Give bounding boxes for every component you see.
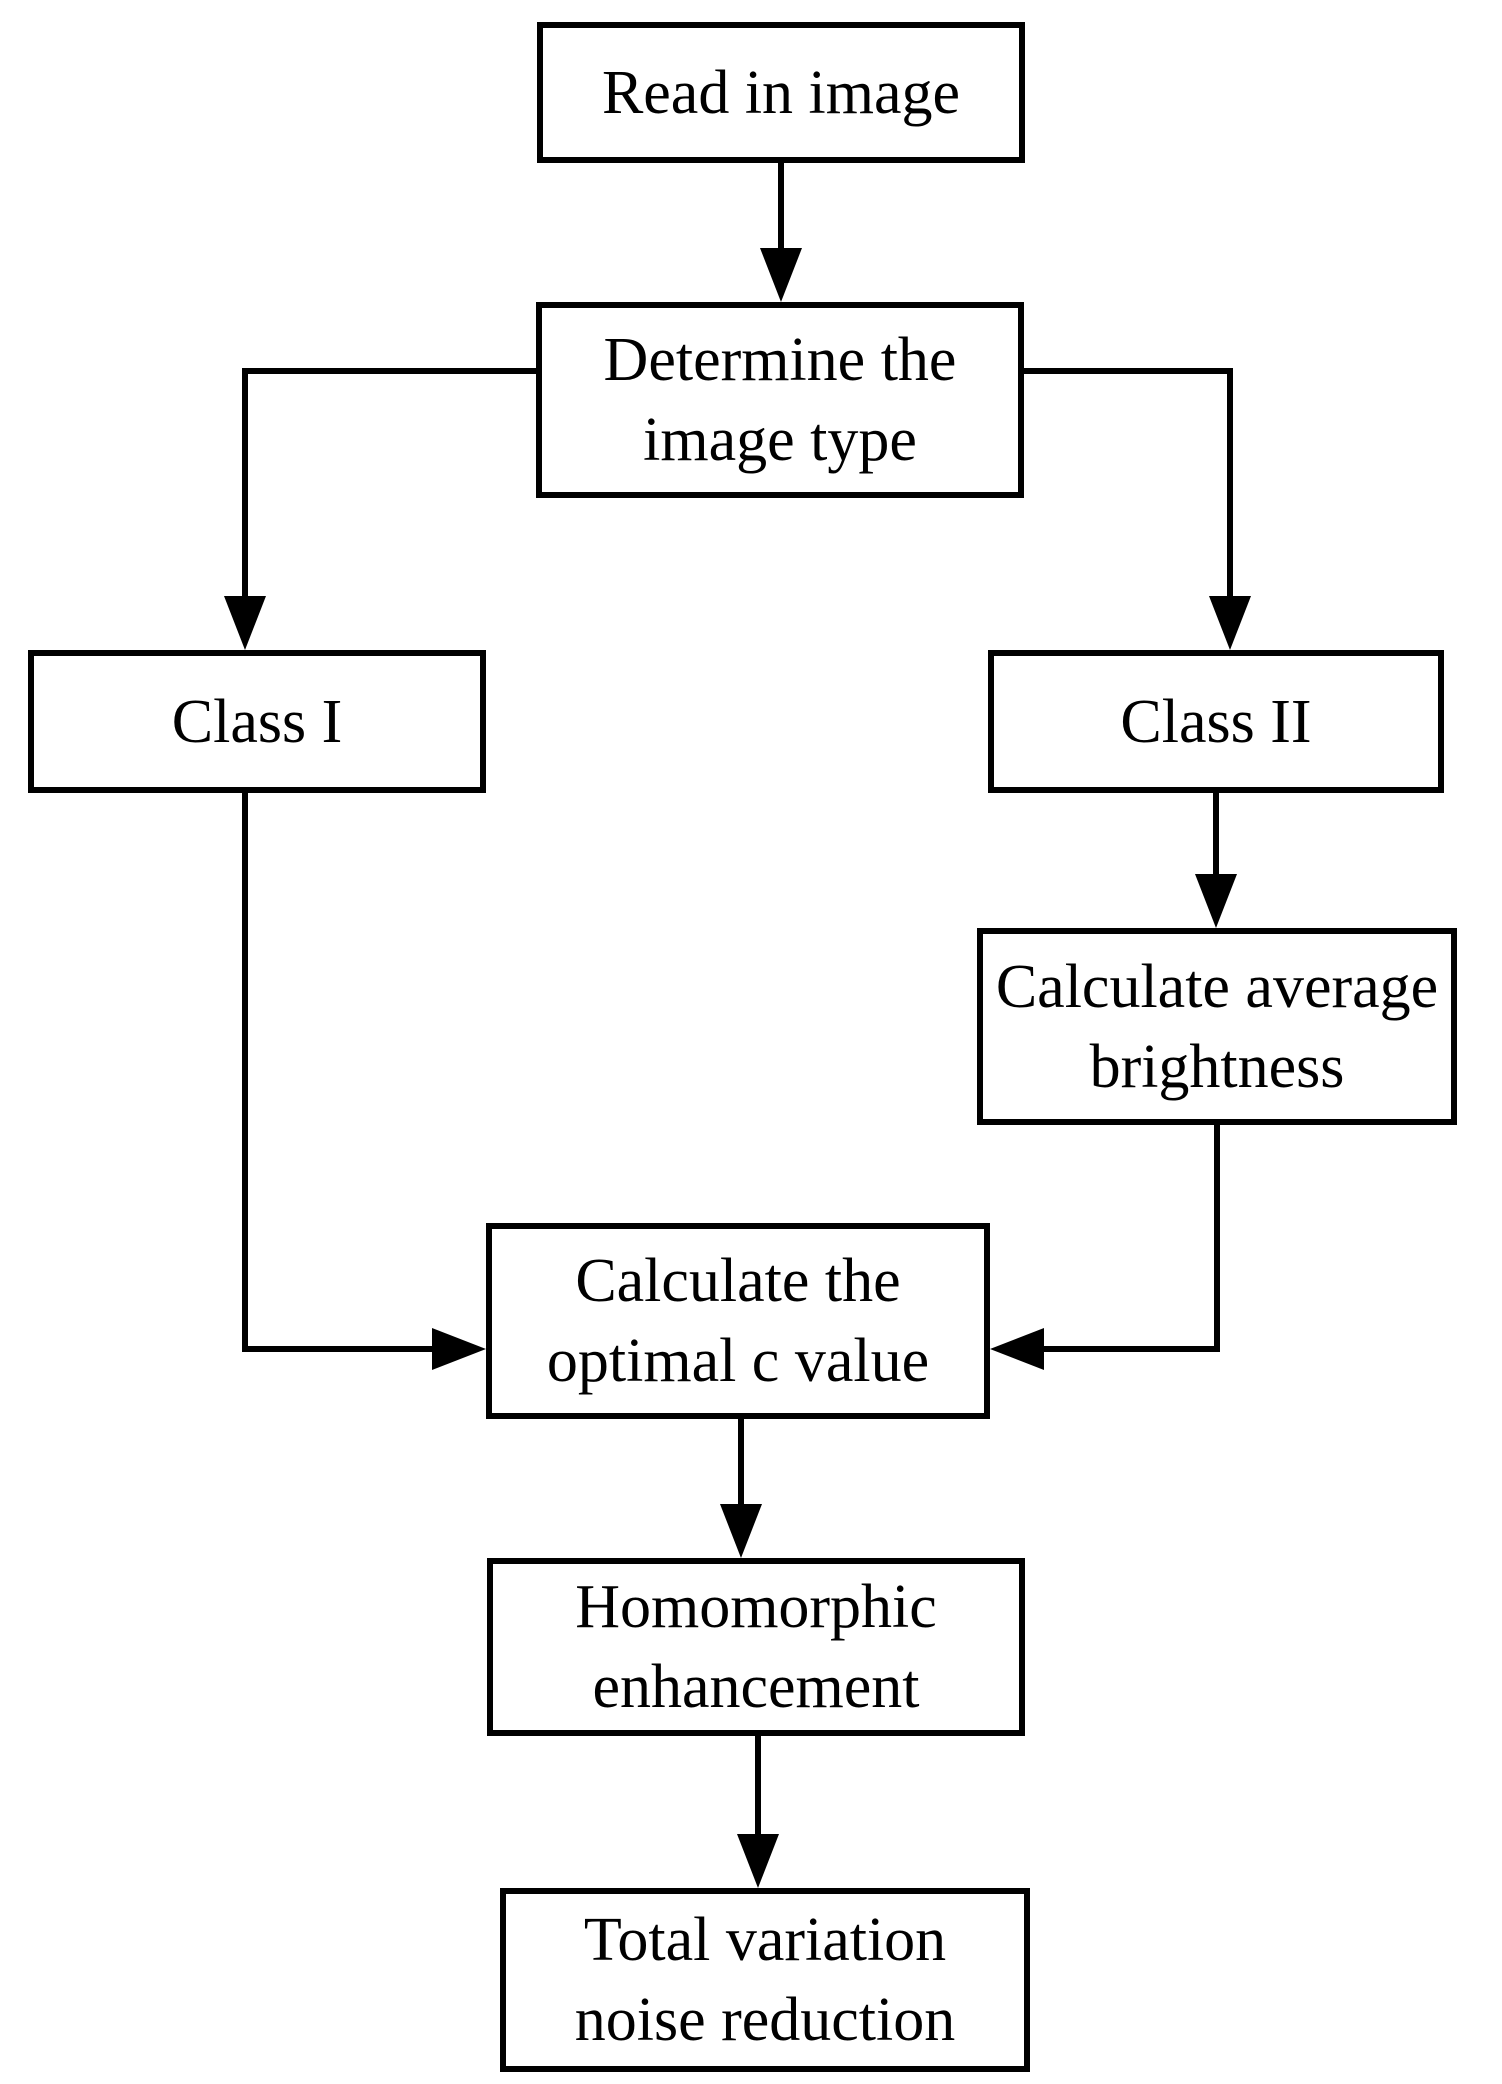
node-read-in-image: Read in image: [537, 22, 1025, 163]
edge-determine-to-class1: [242, 368, 537, 600]
node-homomorphic-enhancement: Homomorphic enhancement: [487, 1558, 1025, 1736]
node-class-2: Class II: [988, 650, 1444, 793]
arrowhead-class1-to-optimal: [432, 1328, 486, 1370]
node-homomorphic-enhancement-label-line2: enhancement: [592, 1653, 920, 1721]
node-calculate-optimal-c-value-label-line1: Calculate the: [575, 1247, 901, 1315]
edge-determine-to-class2: [1023, 368, 1233, 600]
node-calculate-average-brightness: Calculate average brightness: [977, 928, 1457, 1125]
arrowhead-homomorphic-to-total: [737, 1834, 779, 1888]
node-total-variation-noise-reduction: Total variation noise reduction: [500, 1888, 1030, 2072]
node-calculate-average-brightness-label-line2: brightness: [1089, 1032, 1345, 1101]
arrowhead-read-to-determine: [760, 248, 802, 302]
node-class-1-label: Class I: [171, 687, 343, 756]
node-calculate-optimal-c-value: Calculate the optimal c value: [486, 1223, 990, 1419]
node-determine-image-type-label-line2: image type: [643, 406, 917, 474]
arrowhead-optimal-to-homomorphic: [720, 1504, 762, 1558]
node-calculate-optimal-c-value-label-line2: optimal c value: [546, 1327, 930, 1395]
node-class-1: Class I: [28, 650, 486, 793]
arrowhead-determine-to-class1: [224, 596, 266, 650]
node-homomorphic-enhancement-label-line1: Homomorphic: [575, 1573, 937, 1641]
arrowhead-determine-to-class2: [1209, 596, 1251, 650]
arrowhead-class2-to-brightness: [1195, 874, 1237, 928]
node-calculate-average-brightness-label-line1: Calculate average: [995, 952, 1439, 1021]
arrowhead-brightness-to-optimal: [990, 1328, 1044, 1370]
edge-class1-to-optimal: [242, 793, 436, 1352]
edge-brightness-to-optimal: [1040, 1124, 1220, 1352]
node-total-variation-noise-reduction-label-line2: noise reduction: [574, 1986, 956, 2054]
node-determine-image-type: Determine the image type: [536, 302, 1024, 498]
node-class-2-label: Class II: [1120, 687, 1312, 756]
node-total-variation-noise-reduction-label-line1: Total variation: [583, 1906, 947, 1974]
node-read-in-image-label: Read in image: [601, 58, 961, 127]
node-determine-image-type-label-line1: Determine the: [603, 326, 957, 394]
